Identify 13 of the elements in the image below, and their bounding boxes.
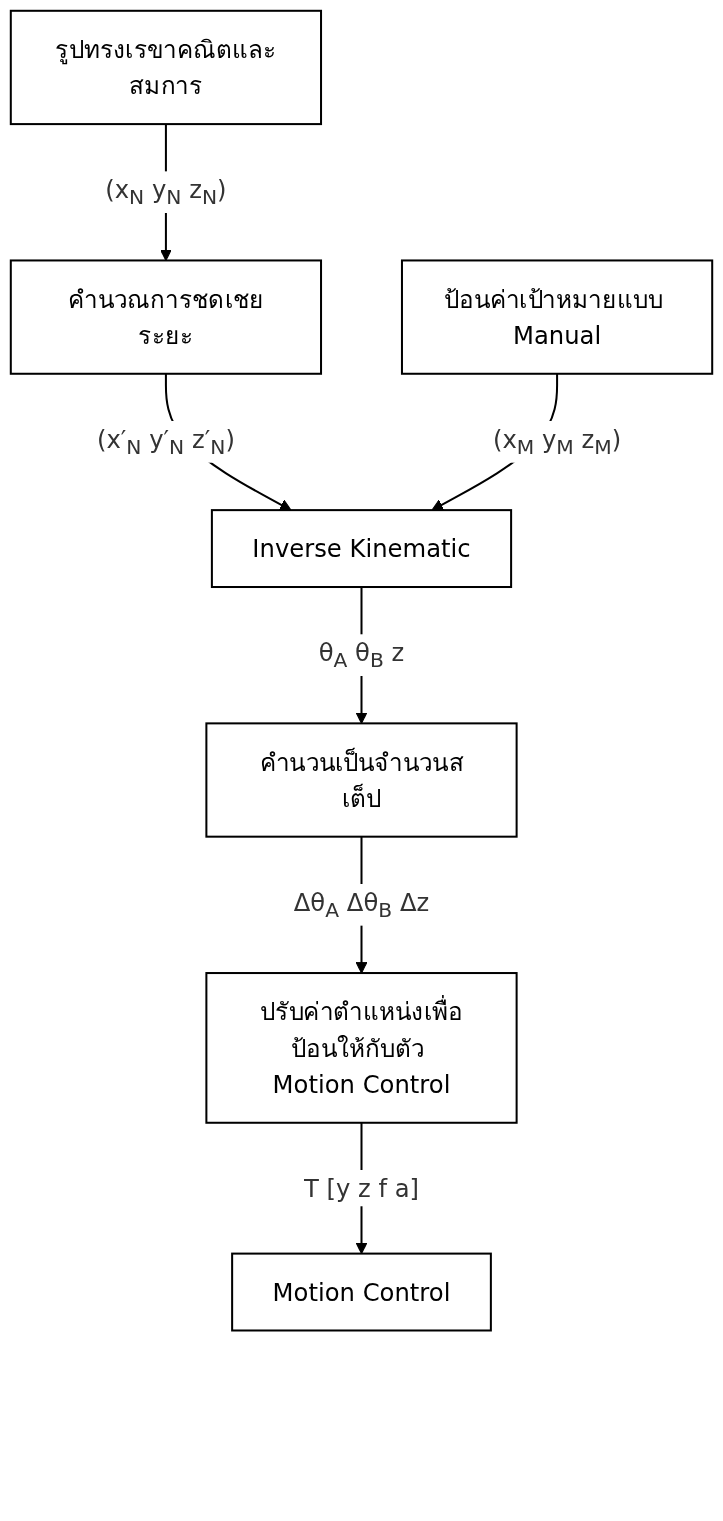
node-box: ปรับค่าตำแหน่งเพื่อป้อนให้กับตัว Motion Control	[205, 972, 518, 1124]
node-box: Motion Control	[231, 1252, 492, 1332]
edge-label: (x′$_{N}$ y′$_{N}$ z′$_{N}$)	[96, 425, 235, 460]
node-box: คำนวณการชดเชยระยะ	[9, 259, 323, 375]
node-box: คำนวนเป็นจำนวนสเต็ป	[205, 722, 518, 838]
edge-label: (x$_{N}$ y$_{N}$ z$_{N}$)	[105, 175, 227, 210]
edge-label: (x$_{M}$ y$_{M}$ z$_{M}$)	[492, 425, 622, 460]
edge-label: T [y z f a]	[303, 1174, 420, 1203]
edge-label: Δθ$_{A}$ Δθ$_{B}$ Δz	[293, 887, 430, 923]
edge-label: θ$_{A}$ θ$_{B}$ z	[318, 638, 405, 673]
node-box: ป้อนค่าเป้าหมายแบบ Manual	[400, 259, 714, 375]
node-box: Inverse Kinematic	[210, 509, 513, 588]
node-box: รูปทรงเรขาคณิตและสมการ	[9, 9, 323, 126]
